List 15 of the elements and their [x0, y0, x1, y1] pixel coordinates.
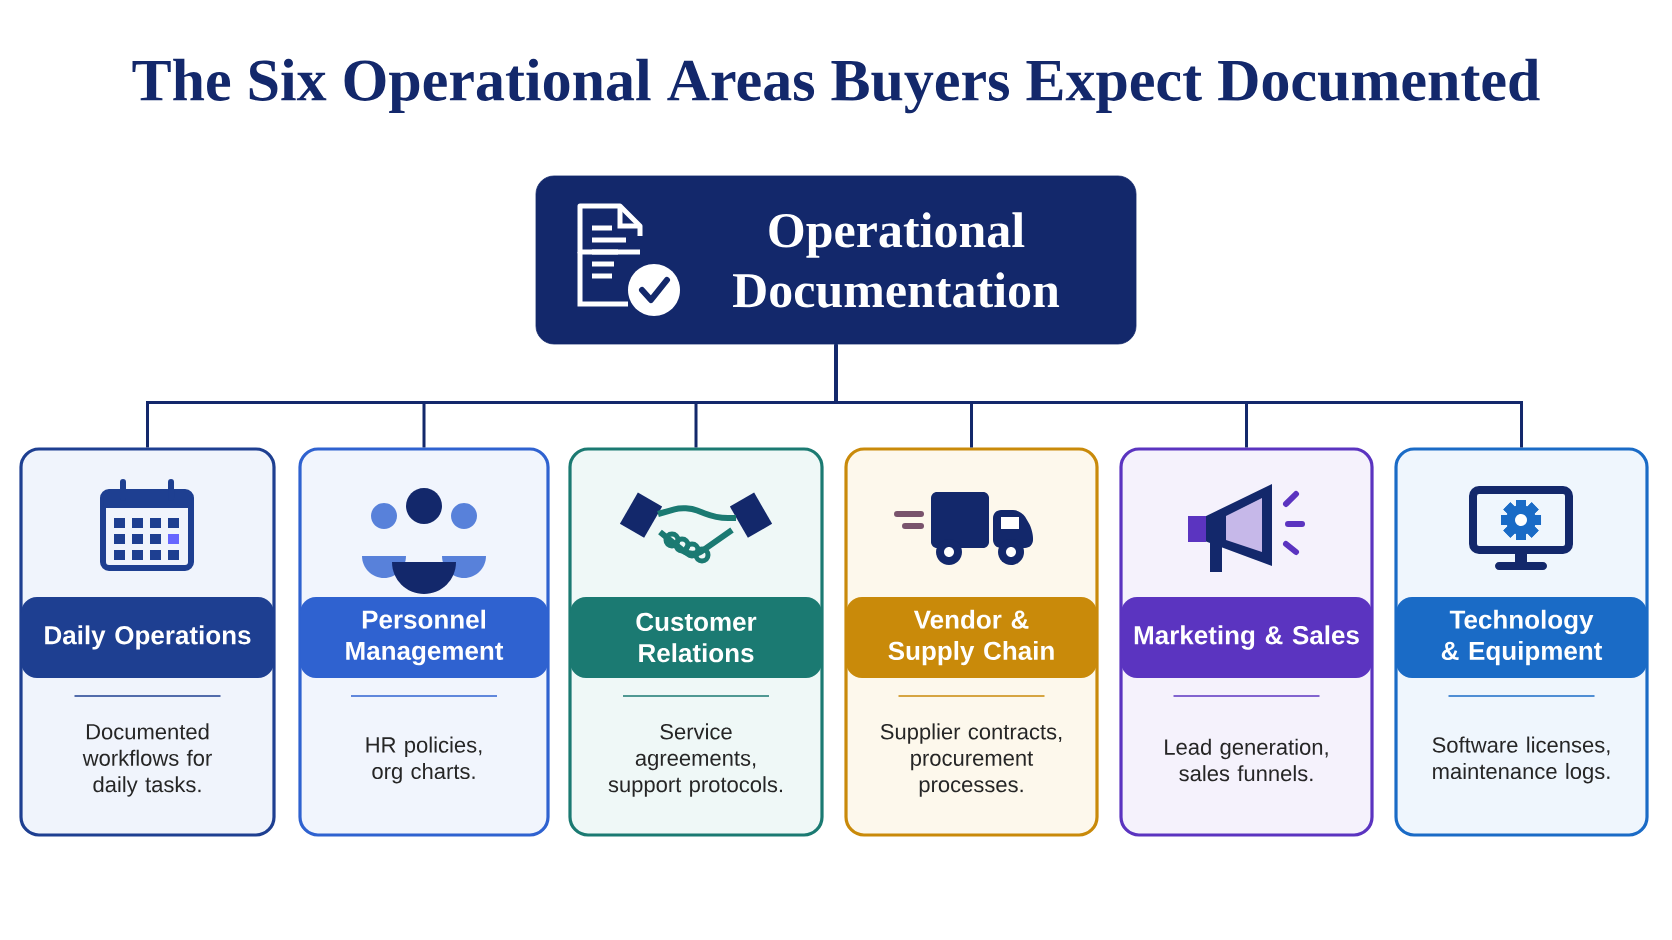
- header-band: Vendor & Supply Chain: [846, 597, 1097, 678]
- description-text: HR policies, org charts.: [366, 736, 482, 784]
- description-text: Service agreements, support protocols.: [608, 723, 782, 797]
- description-text: Software licenses, maintenance logs.: [1432, 736, 1610, 784]
- header-band: Marketing & Sales: [1121, 597, 1372, 678]
- header-band: Daily Operations: [21, 597, 274, 678]
- header-band: Technology & Equipment: [1396, 597, 1647, 678]
- description-text: Documented workflows for daily tasks.: [82, 723, 212, 797]
- header-band: Customer Relations: [570, 597, 822, 678]
- header-band: Personnel Management: [300, 597, 548, 678]
- description-text: Supplier contracts, procurement processes.: [880, 723, 1062, 797]
- root-box: Operational Documentation: [535, 175, 1137, 345]
- description-text: Lead generation, sales funnels.: [1165, 738, 1328, 782]
- title: The Six Operational Areas Buyers Expect Documented: [132, 58, 1540, 114]
- connector-line: [834, 344, 1523, 448]
